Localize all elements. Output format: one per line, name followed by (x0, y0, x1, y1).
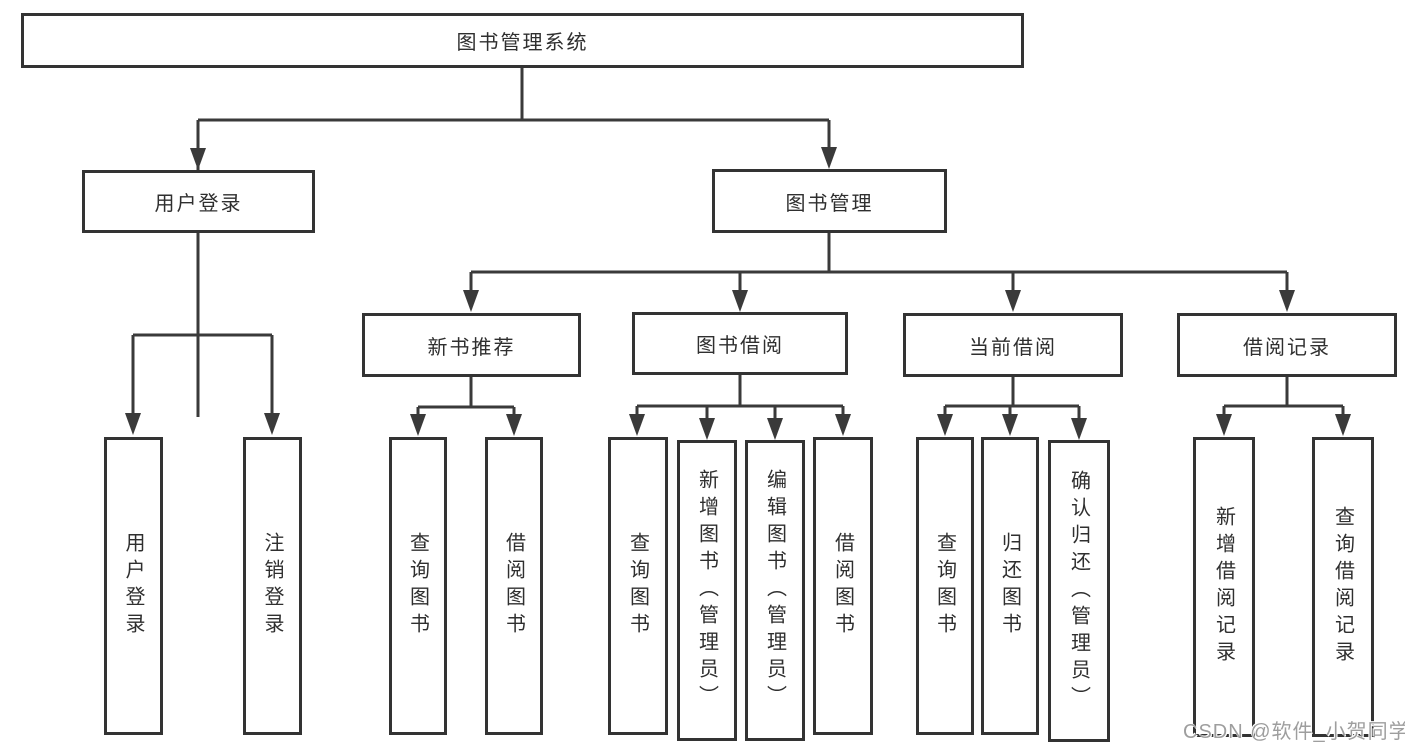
node-current-borrowing: 当前借阅 (903, 313, 1123, 377)
connector-current-borrowing (937, 377, 1087, 440)
leaf-query-books-borrow-label: 查询图书 (626, 532, 649, 640)
leaf-borrow-books: 借阅图书 (813, 437, 873, 735)
leaf-add-books-admin-label: 新增图书（管理员） (695, 469, 718, 712)
leaf-logout: 注销登录 (243, 437, 302, 735)
connector-user-login (125, 233, 280, 435)
leaf-confirm-return-admin-label: 确认归还（管理员） (1067, 469, 1090, 713)
connector-root (190, 68, 837, 417)
leaf-add-books-admin: 新增图书（管理员） (677, 440, 737, 741)
leaf-borrow-books-label: 借阅图书 (831, 532, 854, 640)
connector-book-management (463, 233, 1295, 312)
leaf-edit-books-admin-label: 编辑图书（管理员） (763, 469, 786, 712)
node-book-management: 图书管理 (712, 169, 947, 233)
leaf-query-borrow-record-label: 查询借阅记录 (1331, 506, 1354, 668)
leaf-query-books-borrow: 查询图书 (608, 437, 668, 735)
leaf-user-login-label: 用户登录 (122, 532, 144, 640)
leaf-edit-books-admin: 编辑图书（管理员） (745, 440, 805, 741)
node-borrowing-records: 借阅记录 (1177, 313, 1397, 377)
leaf-user-login: 用户登录 (104, 437, 163, 735)
leaf-query-books-recommend: 查询图书 (389, 437, 447, 735)
leaf-add-borrow-record: 新增借阅记录 (1193, 437, 1255, 737)
leaf-logout-label: 注销登录 (261, 532, 283, 640)
leaf-confirm-return-admin: 确认归还（管理员） (1048, 440, 1110, 742)
node-user-login: 用户登录 (82, 170, 315, 233)
leaf-return-books: 归还图书 (981, 437, 1039, 735)
leaf-query-books-current-label: 查询图书 (933, 532, 956, 640)
leaf-return-books-label: 归还图书 (998, 532, 1021, 640)
node-book-borrowing: 图书借阅 (632, 312, 848, 375)
leaf-borrow-books-recommend-label: 借阅图书 (502, 532, 525, 640)
leaf-add-borrow-record-label: 新增借阅记录 (1212, 506, 1235, 668)
connector-borrowing-records (1216, 377, 1351, 436)
connector-book-borrowing (629, 375, 851, 440)
leaf-borrow-books-recommend: 借阅图书 (485, 437, 543, 735)
node-book-management-system: 图书管理系统 (21, 13, 1024, 68)
leaf-query-borrow-record: 查询借阅记录 (1312, 437, 1374, 737)
leaf-query-books-recommend-label: 查询图书 (406, 532, 429, 640)
watermark: CSDN @软件_小贺同学 (1183, 721, 1405, 743)
leaf-query-books-current: 查询图书 (916, 437, 974, 735)
node-new-book-recommendation: 新书推荐 (362, 313, 581, 377)
connector-new-book-recommendation (410, 377, 522, 436)
